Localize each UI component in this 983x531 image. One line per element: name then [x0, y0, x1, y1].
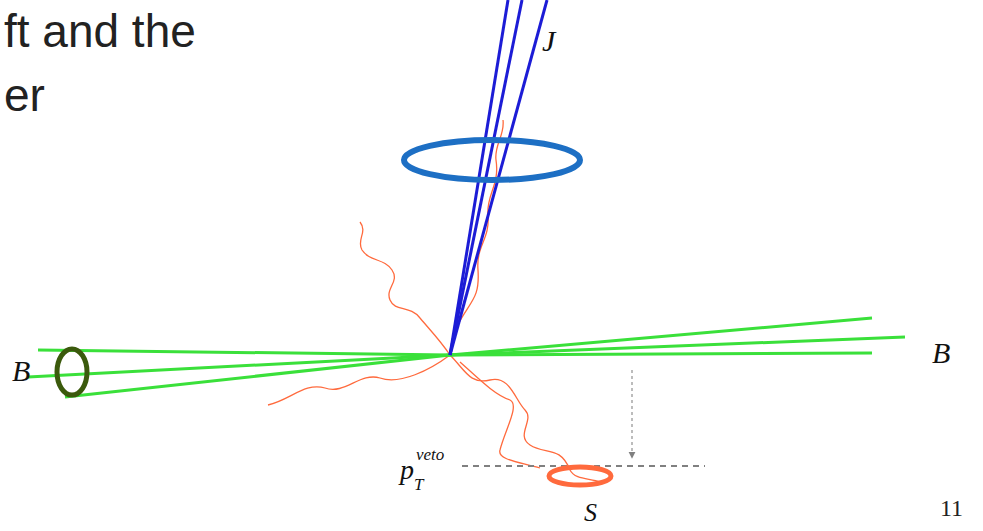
superscript: veto	[416, 446, 444, 463]
momentum-symbol: p	[400, 456, 414, 484]
soft-label: S	[584, 500, 597, 526]
slide-text: er	[4, 72, 45, 118]
beam-lines	[28, 318, 905, 397]
slide-number: 11	[940, 496, 963, 520]
jet-ring	[404, 140, 580, 180]
soft-radiation	[268, 120, 600, 482]
beam-ring	[57, 349, 87, 395]
slide-text: ft and the	[4, 8, 196, 54]
subscript: T	[414, 476, 423, 493]
beam-label: B	[932, 338, 950, 368]
jet-label: J	[542, 26, 555, 56]
veto-arrow	[631, 370, 632, 458]
beam-label: B	[12, 356, 30, 386]
soft-ring	[549, 467, 611, 485]
